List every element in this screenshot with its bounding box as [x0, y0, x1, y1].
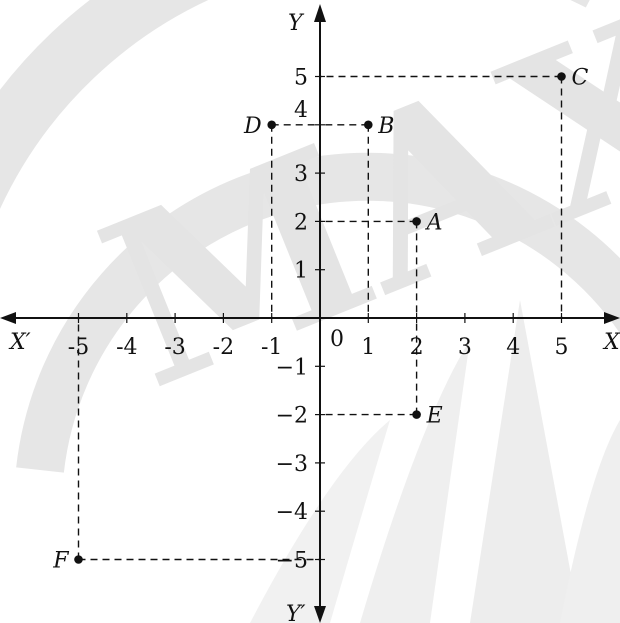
plotted-points: A B C D E F	[52, 66, 588, 574]
point-c	[557, 72, 566, 81]
y-tick-label-2: 2	[294, 210, 308, 235]
point-e	[412, 410, 421, 419]
y-tick-label-1: 1	[294, 259, 308, 284]
origin-label: 0	[330, 327, 344, 352]
point-d	[267, 120, 277, 130]
tick-labels: -5 -4 -3 -2 -1 1 2 3 4 5 5 4 3 2 1 −1 −2 −3 −4 −5	[68, 66, 569, 574]
x-axis-left-arrow	[0, 312, 16, 324]
y-neg-axis-label: Y′	[286, 602, 306, 623]
x-tick-label-neg3: -3	[164, 335, 185, 360]
point-label-d: D	[243, 114, 262, 139]
x-tick-label-neg1: -1	[261, 335, 282, 360]
axis-ticks	[77, 75, 563, 561]
x-tick-label-neg2: -2	[213, 335, 234, 360]
y-tick-label-neg3: −3	[276, 452, 308, 477]
x-tick-label-2: 2	[410, 335, 424, 360]
x-tick-label-3: 3	[458, 335, 472, 360]
y-tick-label-3: 3	[294, 162, 308, 187]
point-b	[364, 120, 373, 130]
y-tick-label-neg5: −5	[276, 549, 308, 574]
x-axis-label: X	[602, 330, 620, 355]
point-label-f: F	[52, 549, 69, 574]
y-axis-label: Y	[288, 11, 305, 36]
point-label-a: A	[425, 210, 443, 235]
guide-lines	[77, 75, 563, 561]
x-neg-axis-label: X′	[8, 330, 31, 355]
axes	[0, 4, 620, 623]
point-label-c: C	[572, 66, 589, 91]
x-tick-label-5: 5	[555, 335, 569, 360]
x-tick-label-neg4: -4	[116, 335, 137, 360]
y-axis-down-arrow	[314, 606, 326, 623]
watermark-text: MAX	[70, 0, 620, 441]
point-label-b: B	[377, 114, 394, 139]
x-tick-label-4: 4	[506, 335, 520, 360]
x-axis-right-arrow	[604, 312, 620, 324]
y-tick-label-neg4: −4	[276, 500, 308, 525]
y-axis-up-arrow	[314, 4, 326, 22]
point-a	[412, 217, 421, 226]
x-tick-label-1: 1	[361, 335, 375, 360]
y-tick-label-neg1: −1	[276, 355, 308, 380]
axis-labels: X X′ Y Y′ 0	[8, 11, 620, 623]
y-tick-label-5: 5	[294, 66, 308, 91]
point-f	[74, 555, 83, 564]
x-tick-label-neg5: -5	[68, 335, 89, 360]
y-tick-label-4: 4	[294, 98, 308, 123]
point-label-e: E	[426, 404, 443, 429]
y-tick-label-neg2: −2	[276, 404, 308, 429]
